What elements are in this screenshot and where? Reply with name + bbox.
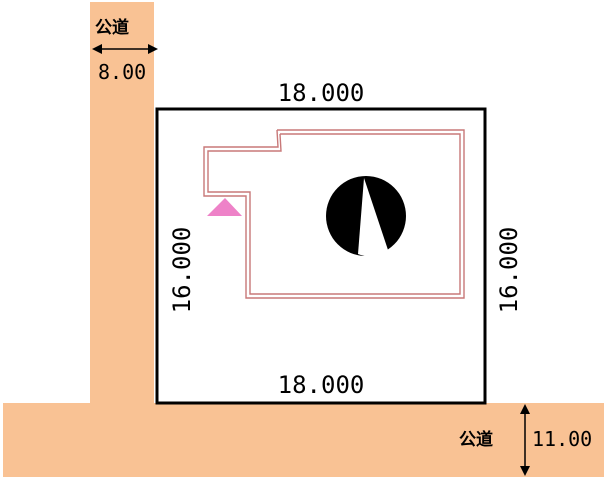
road-south-width: 11.00 [532, 427, 592, 451]
lot-boundary [155, 107, 487, 405]
lot-right-length: 16.000 [495, 227, 523, 314]
road-south-label: 公道 [459, 429, 493, 450]
road-south-strip [3, 403, 604, 477]
road-north-width-arrow [92, 44, 158, 54]
lot-left-length: 16.000 [168, 227, 196, 314]
road-north-width: 8.00 [98, 60, 146, 84]
road-north-strip [90, 2, 154, 404]
north-arrow-icon [326, 176, 406, 257]
entrance-triangle-icon [207, 198, 242, 216]
road-north-label: 公道 [95, 17, 129, 38]
road-south-width-arrow [520, 404, 530, 476]
lot-top-length: 18.000 [278, 79, 365, 107]
building-footprint [203, 129, 465, 299]
lot-bottom-length: 18.000 [278, 371, 365, 399]
